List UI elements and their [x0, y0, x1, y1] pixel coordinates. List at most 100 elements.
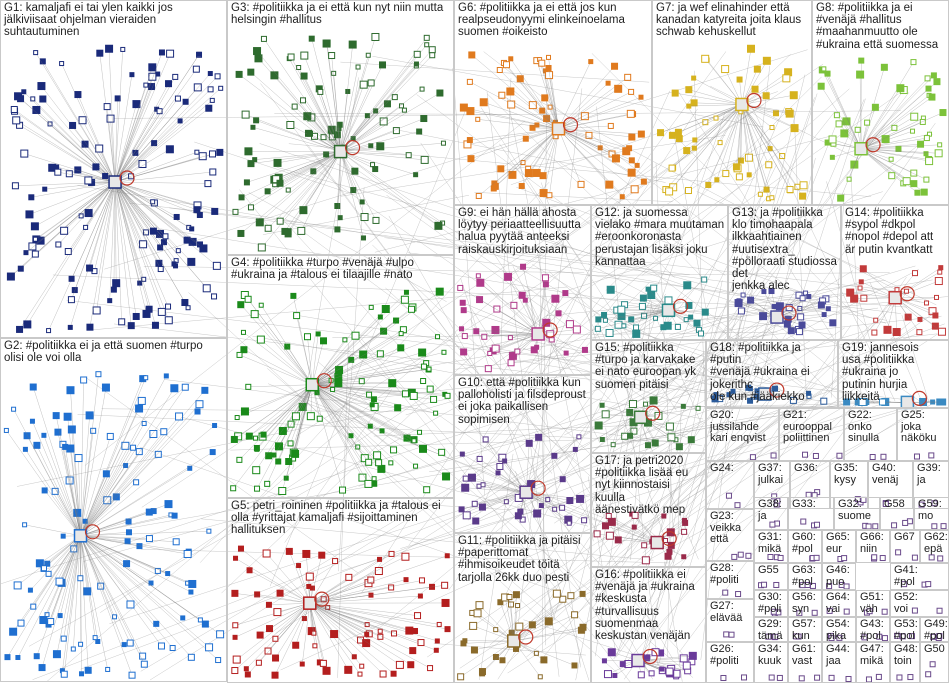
cluster-g31: G31: mikä: [754, 530, 788, 563]
cluster-g64: G64: vai: [822, 590, 856, 617]
cluster-g3: G3: #politiikka ja ei että kun nyt niin …: [227, 0, 454, 255]
cluster-g59: G59: mo: [914, 497, 949, 530]
cluster-label-g60: G60: #pol: [792, 532, 819, 555]
cluster-label-g59: G59: mo: [918, 499, 946, 522]
cluster-g20: G20: jussilahde kari enqvist: [706, 408, 779, 461]
cluster-g17: G17: ja petri2020 #politiikka lisää eu n…: [591, 453, 706, 567]
cluster-label-g32: G32: suome: [838, 499, 877, 522]
cluster-label-g22: G22: onko sinulla: [848, 410, 894, 445]
cluster-g9: G9: ei hän hällä ahosta löytyy periaatte…: [454, 205, 591, 375]
cluster-g13: G13: ja #politiikka klo timohaapala ilkk…: [728, 205, 841, 340]
cluster-g12: G12: ja suomessa vielako #mara muutaman …: [591, 205, 728, 340]
cluster-g29: G29: tämä: [754, 617, 788, 642]
cluster-label-g18: G18: #politiikka ja #putin #venäjä #ukra…: [710, 342, 835, 403]
cluster-label-g10: G10: että #politiikka kun palloholisti j…: [458, 377, 588, 426]
cluster-g2: G2: #politiikka ei ja että suomen #turpo…: [0, 338, 227, 682]
cluster-label-g9: G9: ei hän hällä ahosta löytyy periaatte…: [458, 207, 588, 256]
cluster-g66: G66: niin: [856, 530, 890, 563]
cluster-g52: G52: voi: [890, 590, 949, 617]
cluster-label-g25: G25: joka näköku: [901, 410, 946, 445]
cluster-g8: G8: #politiikka ja ei #venäjä #hallitus …: [812, 0, 949, 205]
cluster-g30: G30: #poli: [754, 590, 788, 617]
cluster-label-g30: G30: #poli: [758, 592, 785, 615]
cluster-label-g3: G3: #politiikka ja ei että kun nyt niin …: [231, 2, 451, 26]
cluster-g28: G28: #politi: [706, 561, 754, 599]
cluster-label-g34: G34: kuuk: [758, 644, 785, 667]
cluster-label-g1: G1: kamaljafi ei tai ylen kaikki jos jäl…: [4, 2, 224, 39]
cluster-label-g52: G52: voi: [894, 592, 946, 615]
cluster-g10: G10: että #politiikka kun palloholisti j…: [454, 375, 591, 533]
cluster-g25: G25: joka näköku: [897, 408, 949, 461]
cluster-g65: G65: eur: [822, 530, 856, 563]
cluster-g19: G19: jannesois usa #politiikka #ukraina …: [838, 340, 949, 408]
cluster-g18: G18: #politiikka ja #putin #venäjä #ukra…: [706, 340, 838, 408]
cluster-g58: G58: [880, 497, 914, 530]
cluster-g67: G67: [890, 530, 920, 563]
cluster-label-g46: G46: puo: [826, 565, 853, 588]
cluster-g27: G27: elävää: [706, 599, 754, 642]
cluster-label-g36: G36:: [794, 463, 827, 475]
cluster-label-g55: G55: [758, 565, 785, 577]
cluster-g23: G23: veikka että: [706, 509, 754, 561]
cluster-label-g61: G61: vast: [792, 644, 819, 667]
cluster-label-g40: G40: venäj: [872, 463, 910, 486]
cluster-label-g62: G62: epä: [924, 532, 946, 555]
cluster-g60: G60: #pol: [788, 530, 822, 563]
cluster-label-g4: G4: #politiikka #turpo #venäjä #ulpo #uk…: [231, 257, 451, 281]
cluster-g46: G46: puo: [822, 563, 856, 590]
cluster-label-g43: G43: #pol: [860, 619, 887, 642]
cluster-g44: G44: jaa: [822, 642, 856, 683]
cluster-label-g44: G44: jaa: [826, 644, 853, 667]
cluster-g26: G26: #politi: [706, 642, 754, 683]
cluster-g21: G21: eurooppal poliittinen: [779, 408, 844, 461]
cluster-label-g13: G13: ja #politiikka klo timohaapala ilkk…: [732, 207, 838, 292]
cluster-g22: G22: onko sinulla: [844, 408, 897, 461]
cluster-g11: G11: #politiikka ja pitäisi #paperittoma…: [454, 533, 591, 683]
cluster-label-g14: G14: #politiikka #sypol #dkpol #nopol #d…: [845, 207, 946, 256]
cluster-g61: G61: vast: [788, 642, 822, 683]
cluster-g48: G48: toin: [890, 642, 920, 683]
cluster-label-g31: G31: mikä: [758, 532, 785, 555]
cluster-g24: G24:: [706, 461, 754, 509]
cluster-label-g41: G41: #pol: [894, 565, 946, 588]
cluster-label-g39: G39: ja: [917, 463, 946, 486]
cluster-label-g2: G2: #politiikka ei ja että suomen #turpo…: [4, 340, 224, 364]
cluster-label-g51: G51: väh: [860, 592, 887, 615]
cluster-g1: G1: kamaljafi ei tai ylen kaikki jos jäl…: [0, 0, 227, 338]
cluster-g47: G47: mikä: [856, 642, 890, 683]
cluster-g4: G4: #politiikka #turpo #venäjä #ulpo #uk…: [227, 255, 454, 498]
cluster-g6: G6: #politiikka ja ei että jos kun realp…: [454, 0, 652, 205]
cluster-label-g63: G63: #pol: [792, 565, 819, 588]
cluster-g38: G38: ja: [754, 497, 788, 530]
cluster-label-g58: G58: [884, 499, 911, 511]
cluster-g57: G57: kun: [788, 617, 822, 642]
cluster-label-g38: G38: ja: [758, 499, 785, 522]
cluster-g15: G15: #politiikka #turpo ja karvakake ei …: [591, 340, 706, 453]
cluster-label-g56: G56: syn: [792, 592, 819, 615]
cluster-g7: G7: ja wef elinahinder että kanadan katy…: [652, 0, 812, 205]
cluster-g55: G55: [754, 563, 788, 590]
cluster-label-g16: G16: #politiikka ei #venäjä ja #ukraina …: [595, 569, 703, 642]
cluster-label-g37: G37: julkai: [758, 463, 787, 486]
cluster-label-g29: G29: tämä: [758, 619, 785, 642]
cluster-label-g21: G21: eurooppal poliittinen: [783, 410, 841, 445]
cluster-label-g54: G54: pika: [826, 619, 853, 642]
cluster-label-g7: G7: ja wef elinahinder että kanadan katy…: [656, 2, 809, 39]
cluster-label-g66: G66: niin: [860, 532, 887, 555]
cluster-g62: G62: epä: [920, 530, 949, 563]
cluster-g32: G32: suome: [834, 497, 880, 530]
cluster-label-g28: G28: #politi: [710, 563, 751, 586]
cluster-g54: G54: pika: [822, 617, 856, 642]
cluster-g63: G63: #pol: [788, 563, 822, 590]
cluster-g49: G49: #pol: [920, 617, 949, 642]
cluster-g33: G33:: [788, 497, 834, 530]
cluster-label-g64: G64: vai: [826, 592, 853, 615]
cluster-g51: G51: väh: [856, 590, 890, 617]
cluster-label-g5: G5: petri_roininen #politiikka ja #talou…: [231, 500, 451, 537]
cluster-label-g8: G8: #politiikka ja ei #venäjä #hallitus …: [816, 2, 946, 51]
cluster-label-g19: G19: jannesois usa #politiikka #ukraina …: [842, 342, 946, 403]
cluster-label-g49: G49: #pol: [924, 619, 946, 642]
cluster-label-g15: G15: #politiikka #turpo ja karvakake ei …: [595, 342, 703, 391]
cluster-label-g20: G20: jussilahde kari enqvist: [710, 410, 776, 445]
cluster-label-g65: G65: eur: [826, 532, 853, 555]
